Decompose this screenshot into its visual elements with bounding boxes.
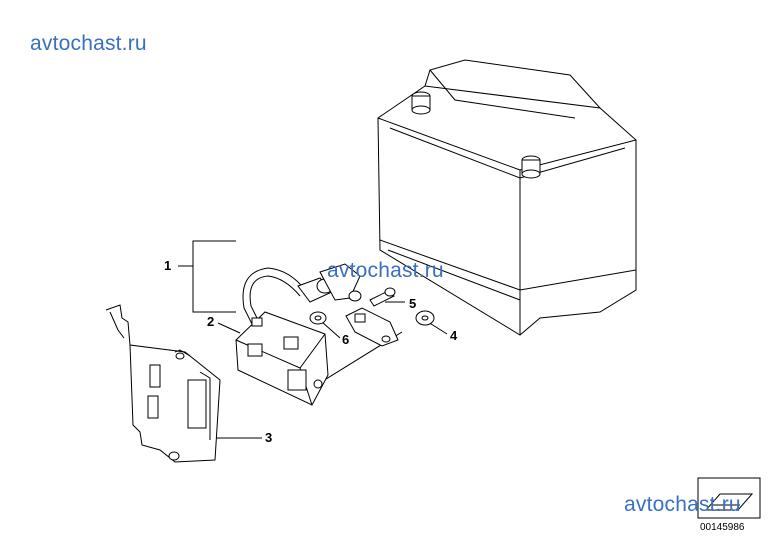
reference-code: 00145986 [700, 522, 745, 533]
bolt-5 [369, 287, 396, 307]
bracket [105, 304, 221, 463]
control-unit [235, 311, 329, 406]
callout-1: 1 [164, 258, 172, 273]
watermark-middle: avtochast.ru [327, 259, 444, 282]
cable [242, 263, 362, 331]
connector-plate [345, 307, 399, 347]
callout-3: 3 [265, 430, 273, 445]
callout-2: 2 [207, 314, 215, 329]
callout-5: 5 [409, 296, 417, 311]
watermark-top: avtochast.ru [30, 32, 147, 55]
callout-4: 4 [450, 328, 458, 343]
watermark-bottom: avtochast.ru [624, 493, 741, 516]
reference-icon [697, 477, 761, 519]
battery [377, 59, 637, 336]
callout-6: 6 [342, 332, 350, 347]
